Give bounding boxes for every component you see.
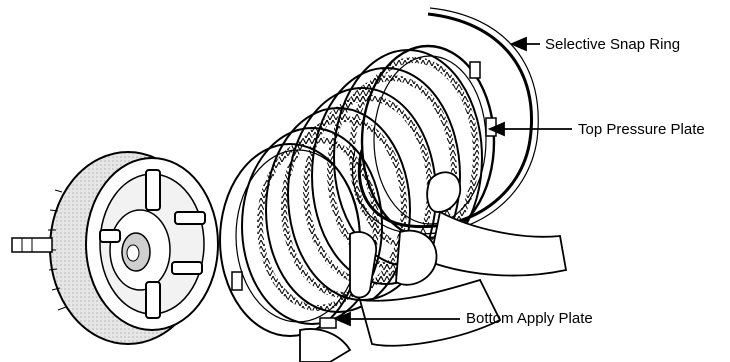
callout-top-pressure-plate: Top Pressure Plate — [578, 121, 705, 139]
callout-selective-snap-ring: Selective Snap Ring — [545, 36, 680, 54]
callout-bottom-apply-plate: Bottom Apply Plate — [466, 310, 593, 328]
clutch-drum — [12, 152, 218, 344]
